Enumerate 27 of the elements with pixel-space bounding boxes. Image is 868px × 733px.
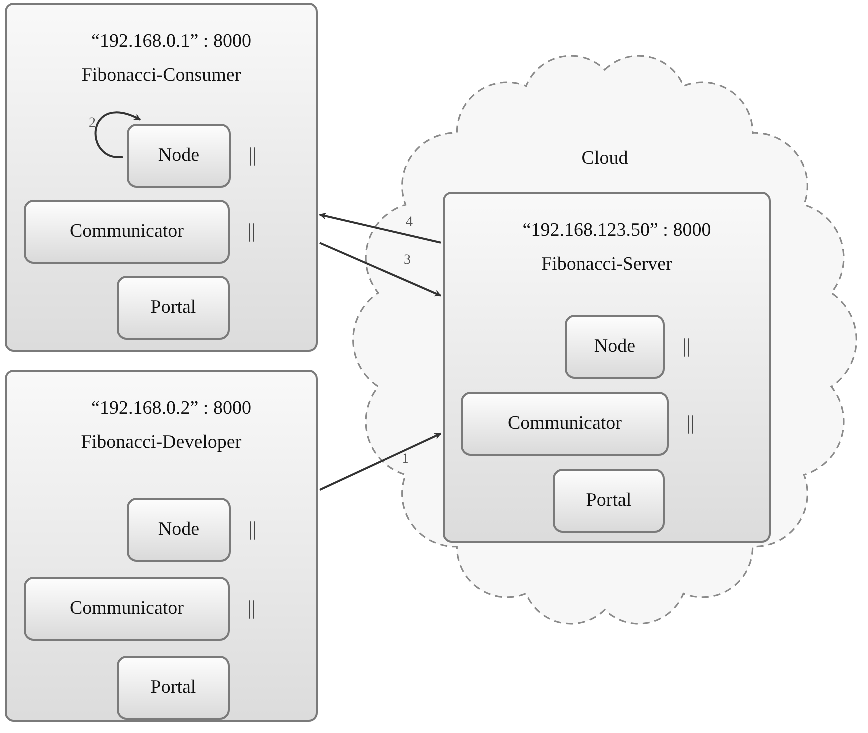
parallel-mark: || (248, 220, 256, 244)
component-box: Portal (117, 656, 230, 720)
parallel-mark: || (687, 412, 696, 436)
cloud-label: Cloud (580, 148, 630, 170)
edge-label: 2 (88, 116, 97, 132)
component-box: Portal (553, 469, 665, 533)
address-label: “192.168.0.2” : 8000 (90, 398, 252, 420)
parallel-mark: || (683, 336, 692, 358)
edge-label: 1 (401, 452, 410, 468)
arrow (319, 212, 442, 244)
parallel-mark: || (249, 144, 258, 168)
edge-label: 3 (403, 253, 412, 269)
host-name: Fibonacci-Server (540, 254, 674, 276)
address-label: “192.168.123.50” : 8000 (522, 220, 712, 242)
parallel-mark: || (248, 598, 256, 620)
host-name: Fibonacci-Developer (80, 432, 243, 454)
address-label: “192.168.0.1” : 8000 (90, 31, 252, 53)
host-name: Fibonacci-Consumer (80, 65, 242, 87)
host-box (443, 192, 771, 543)
edge-label: 4 (405, 215, 414, 231)
parallel-mark: || (249, 518, 258, 542)
arrow (94, 112, 142, 158)
component-box: Portal (117, 276, 230, 340)
host-box (5, 370, 318, 722)
arrow (320, 432, 442, 491)
arrow (320, 242, 442, 297)
host-box (5, 3, 318, 352)
